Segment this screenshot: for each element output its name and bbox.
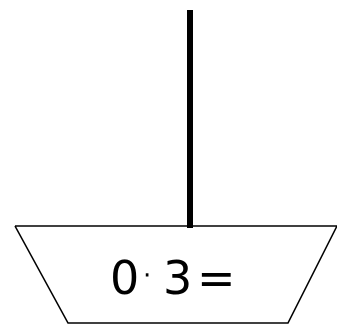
boat-hull <box>14 225 337 324</box>
equation-multiply-dot: · <box>143 261 151 291</box>
equation-left-number: 0 <box>110 251 139 305</box>
equation-equals-sign: = <box>197 251 236 305</box>
equation-right-number: 3 <box>163 251 192 305</box>
